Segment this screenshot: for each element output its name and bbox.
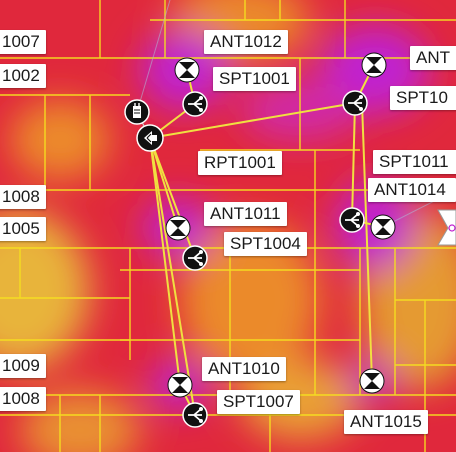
- cable-link[interactable]: [149, 137, 196, 416]
- label-ant1011[interactable]: ANT1011: [204, 202, 287, 226]
- label-spt1004[interactable]: SPT1004: [224, 232, 307, 256]
- splitter-spt1004[interactable]: [182, 245, 208, 276]
- splitter-spt1007[interactable]: [182, 402, 208, 433]
- donor-antenna-icon: [124, 99, 150, 125]
- cable-link[interactable]: [351, 102, 356, 221]
- cable-link[interactable]: [149, 137, 196, 259]
- antenna-ant1011[interactable]: [165, 215, 191, 246]
- label-spt1001[interactable]: SPT1001: [213, 67, 296, 91]
- splitter-icon: [182, 245, 208, 271]
- room-marker[interactable]: [437, 209, 456, 246]
- label-ant1015[interactable]: ANT1015: [344, 410, 428, 434]
- cable-link[interactable]: [361, 102, 373, 382]
- repeater-rpt1001[interactable]: [136, 124, 164, 157]
- antenna-icon: [359, 368, 385, 394]
- splitter-spt-edge[interactable]: [342, 90, 368, 121]
- antenna-icon: [361, 52, 387, 78]
- label-spt-edge[interactable]: SPT10: [390, 86, 456, 110]
- antenna-ant-edge[interactable]: [361, 52, 387, 83]
- antenna-ant1014[interactable]: [370, 214, 396, 245]
- donor-antenna[interactable]: [124, 99, 150, 130]
- repeater-icon: [136, 124, 164, 152]
- antenna-icon: [174, 57, 200, 83]
- antenna-ant1010[interactable]: [167, 372, 193, 403]
- splitter-icon: [339, 207, 365, 233]
- cable-link[interactable]: [149, 102, 356, 139]
- label-edge-1008a[interactable]: 1008: [0, 185, 46, 209]
- splitter-icon: [342, 90, 368, 116]
- splitter-icon: [182, 91, 208, 117]
- antenna-icon: [165, 215, 191, 241]
- label-edge-1007[interactable]: 1007: [0, 30, 46, 54]
- label-ant1014[interactable]: ANT1014: [368, 178, 456, 202]
- antenna-ant1015[interactable]: [359, 368, 385, 399]
- splitter-spt1011[interactable]: [339, 207, 365, 238]
- label-edge-1005[interactable]: 1005: [0, 217, 46, 241]
- cable-link[interactable]: [149, 137, 181, 386]
- label-ant-edge[interactable]: ANT: [410, 46, 456, 70]
- antenna-ant1012[interactable]: [174, 57, 200, 88]
- label-ant1012[interactable]: ANT1012: [204, 30, 288, 54]
- label-spt1007[interactable]: SPT1007: [217, 390, 300, 414]
- splitter-spt1001[interactable]: [182, 91, 208, 122]
- label-edge-1008b[interactable]: 1008: [0, 387, 46, 411]
- label-edge-1002[interactable]: 1002: [0, 64, 46, 88]
- splitter-icon: [182, 402, 208, 428]
- label-ant1010[interactable]: ANT1010: [202, 357, 286, 381]
- label-edge-1009[interactable]: 1009: [0, 354, 46, 378]
- antenna-icon: [167, 372, 193, 398]
- label-spt1011[interactable]: SPT1011: [373, 150, 456, 174]
- antenna-icon: [370, 214, 396, 240]
- label-rpt1001[interactable]: RPT1001: [198, 151, 282, 175]
